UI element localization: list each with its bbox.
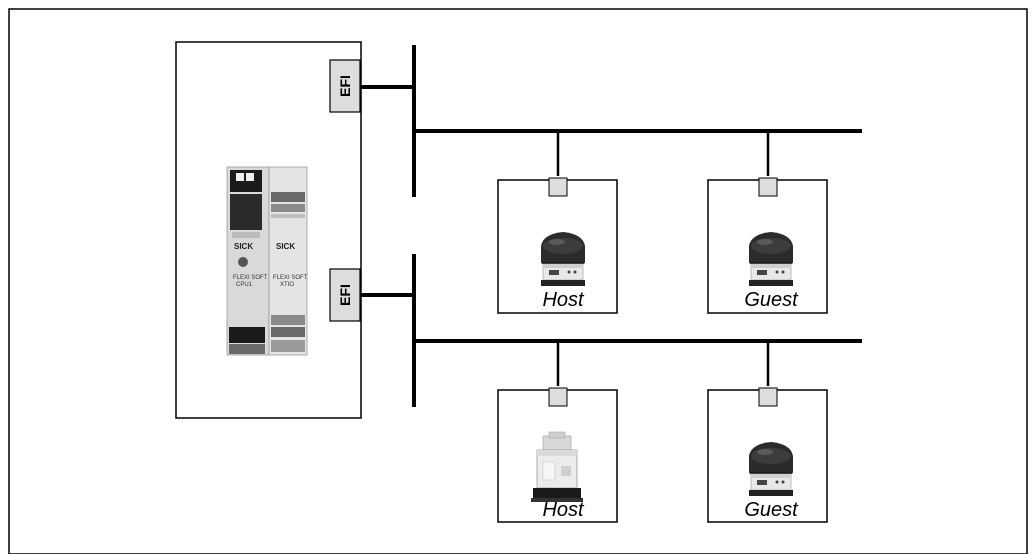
cpu-status-led xyxy=(238,257,248,267)
laser-scanner-icon xyxy=(748,441,794,497)
laser-scanner-icon xyxy=(540,231,586,287)
module1-brand: SICK xyxy=(234,242,253,251)
scanner-host-2-port xyxy=(548,387,568,407)
scanner-host-1-port xyxy=(548,177,568,197)
cpu-memory-slot xyxy=(230,194,262,230)
module2-model: FLEXI SOFT xyxy=(273,275,308,281)
efi-port-1-label: EFI xyxy=(337,75,353,97)
scanner-guest-2: Guest xyxy=(707,387,828,523)
efi-bus-1 xyxy=(360,45,862,197)
scanner-host-1: Host xyxy=(497,177,618,314)
efi-port-2: EFI xyxy=(329,268,361,322)
efi-port-2-label: EFI xyxy=(337,284,353,306)
scanner-host-2: Host xyxy=(497,387,618,523)
laser-scanner-icon xyxy=(748,231,794,287)
efi-bus-2 xyxy=(360,254,862,407)
cpu-bottom-connector xyxy=(229,327,265,343)
scanner-guest-2-port xyxy=(758,387,778,407)
scanner-guest-2-box xyxy=(707,389,828,523)
module1-model: FLEXI SOFT xyxy=(233,275,268,281)
xtio-top-terminals xyxy=(271,192,305,202)
module1-line2: CPU1 xyxy=(236,282,253,288)
module2-brand: SICK xyxy=(276,242,295,251)
scanner-guest-1-port xyxy=(758,177,778,197)
xtio-bottom-terminals xyxy=(271,327,305,337)
scanner-guest-2-label: Guest xyxy=(744,499,799,521)
module2-line2: XTIO xyxy=(280,282,294,288)
outer-frame xyxy=(8,8,1028,554)
scanner-guest-1: Guest xyxy=(707,177,828,314)
efi-port-1: EFI xyxy=(329,59,361,113)
cpu-terminal-row xyxy=(229,344,265,354)
scanner-host-1-label: Host xyxy=(542,289,585,311)
safety-controller-device: SICK FLEXI SOFT CPU1 SICK FLEXI SOFT XTI… xyxy=(226,166,308,356)
scanner-host-2-label: Host xyxy=(542,499,585,521)
scanner-guest-1-label: Guest xyxy=(744,289,799,311)
